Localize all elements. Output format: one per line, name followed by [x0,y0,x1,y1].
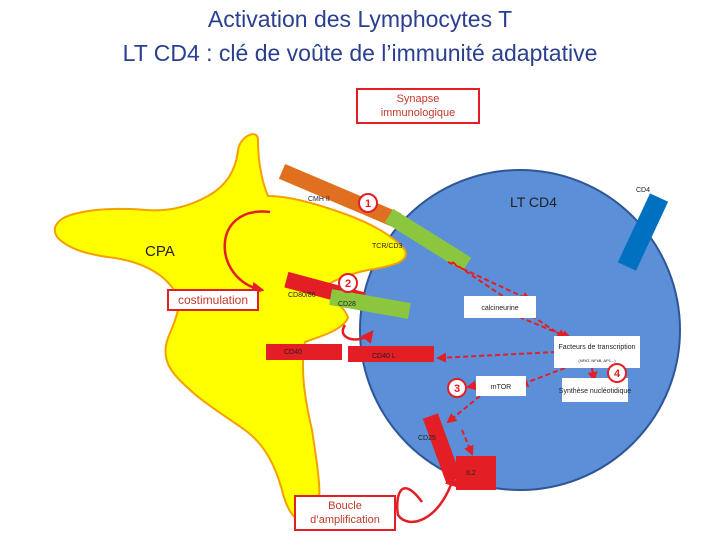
step-1-label: 1 [365,198,371,210]
facteurs-box [554,336,640,368]
cd4-molecule [617,193,669,271]
costimulation-box: costimulation [167,289,259,311]
arrow-facteurs-mtor [518,367,566,387]
lt-cd4-label: LT CD4 [510,194,557,210]
il2-loop-arrow [396,473,458,524]
costimulation-label: costimulation [177,293,249,307]
cpa-cell [53,133,407,524]
cd25-molecule [422,413,462,483]
title-line-2: LT CD4 : clé de voûte de l’immunité adap… [122,40,598,66]
cpa-label: CPA [145,243,175,260]
facteurs-sub-label: (NFAT, NFkB, AP1...) [578,358,616,363]
arrow-tcr-calcineurine [447,261,532,302]
cd25-label: CD25 [418,435,436,442]
cd28-loop-arrow [341,324,374,344]
arrow-cd25-il2 [461,429,474,456]
cd40l-molecule [348,346,434,362]
synapse-label: Synapse immunologique [380,93,456,119]
step-4-badge [607,363,627,383]
cd40-label: CD40 [284,349,302,356]
cd80-label: CD80/86 [288,292,316,299]
title-line-1: Activation des Lymphocytes T [207,6,513,32]
cmh-label: CMH II [308,196,330,203]
step-2-label: 2 [345,278,351,290]
tcr-cd3-molecule [384,208,472,272]
cd40l-label: CD40 L [372,353,396,360]
il2-molecule [456,456,496,490]
arrow-facteurs-cd40l [436,351,557,363]
synapse-box: Synapse immunologique [356,88,480,124]
lt-cd4-cell [359,169,681,491]
step-2-badge [338,273,358,293]
cd40-molecule [266,344,342,360]
facteurs-label: Facteurs de transcription [558,344,635,351]
cmh-loop-arrow [223,210,271,295]
arrow-mtor-cd25 [446,395,481,424]
cd28-label: CD28 [338,301,356,308]
boucle-label: Boucle d’amplification [310,500,380,526]
mtor-box [476,376,526,396]
tcr-label: TCR/CD3 [372,243,402,250]
synthese-label: Synthèse nucléotidique [559,388,631,395]
calcineurine-box [464,296,536,318]
step-3-label: 3 [454,383,460,395]
step-4-label: 4 [614,368,621,380]
cd28-molecule [329,289,411,319]
calcineurine-label: calcineurine [481,305,518,312]
boucle-box: Boucle d’amplification [294,495,396,531]
il2-label: IL2 [466,470,476,477]
step-1-badge [358,193,378,213]
step-3-badge [447,378,467,398]
cd4-label: CD4 [636,187,650,194]
mtor-label: mTOR [491,384,511,391]
